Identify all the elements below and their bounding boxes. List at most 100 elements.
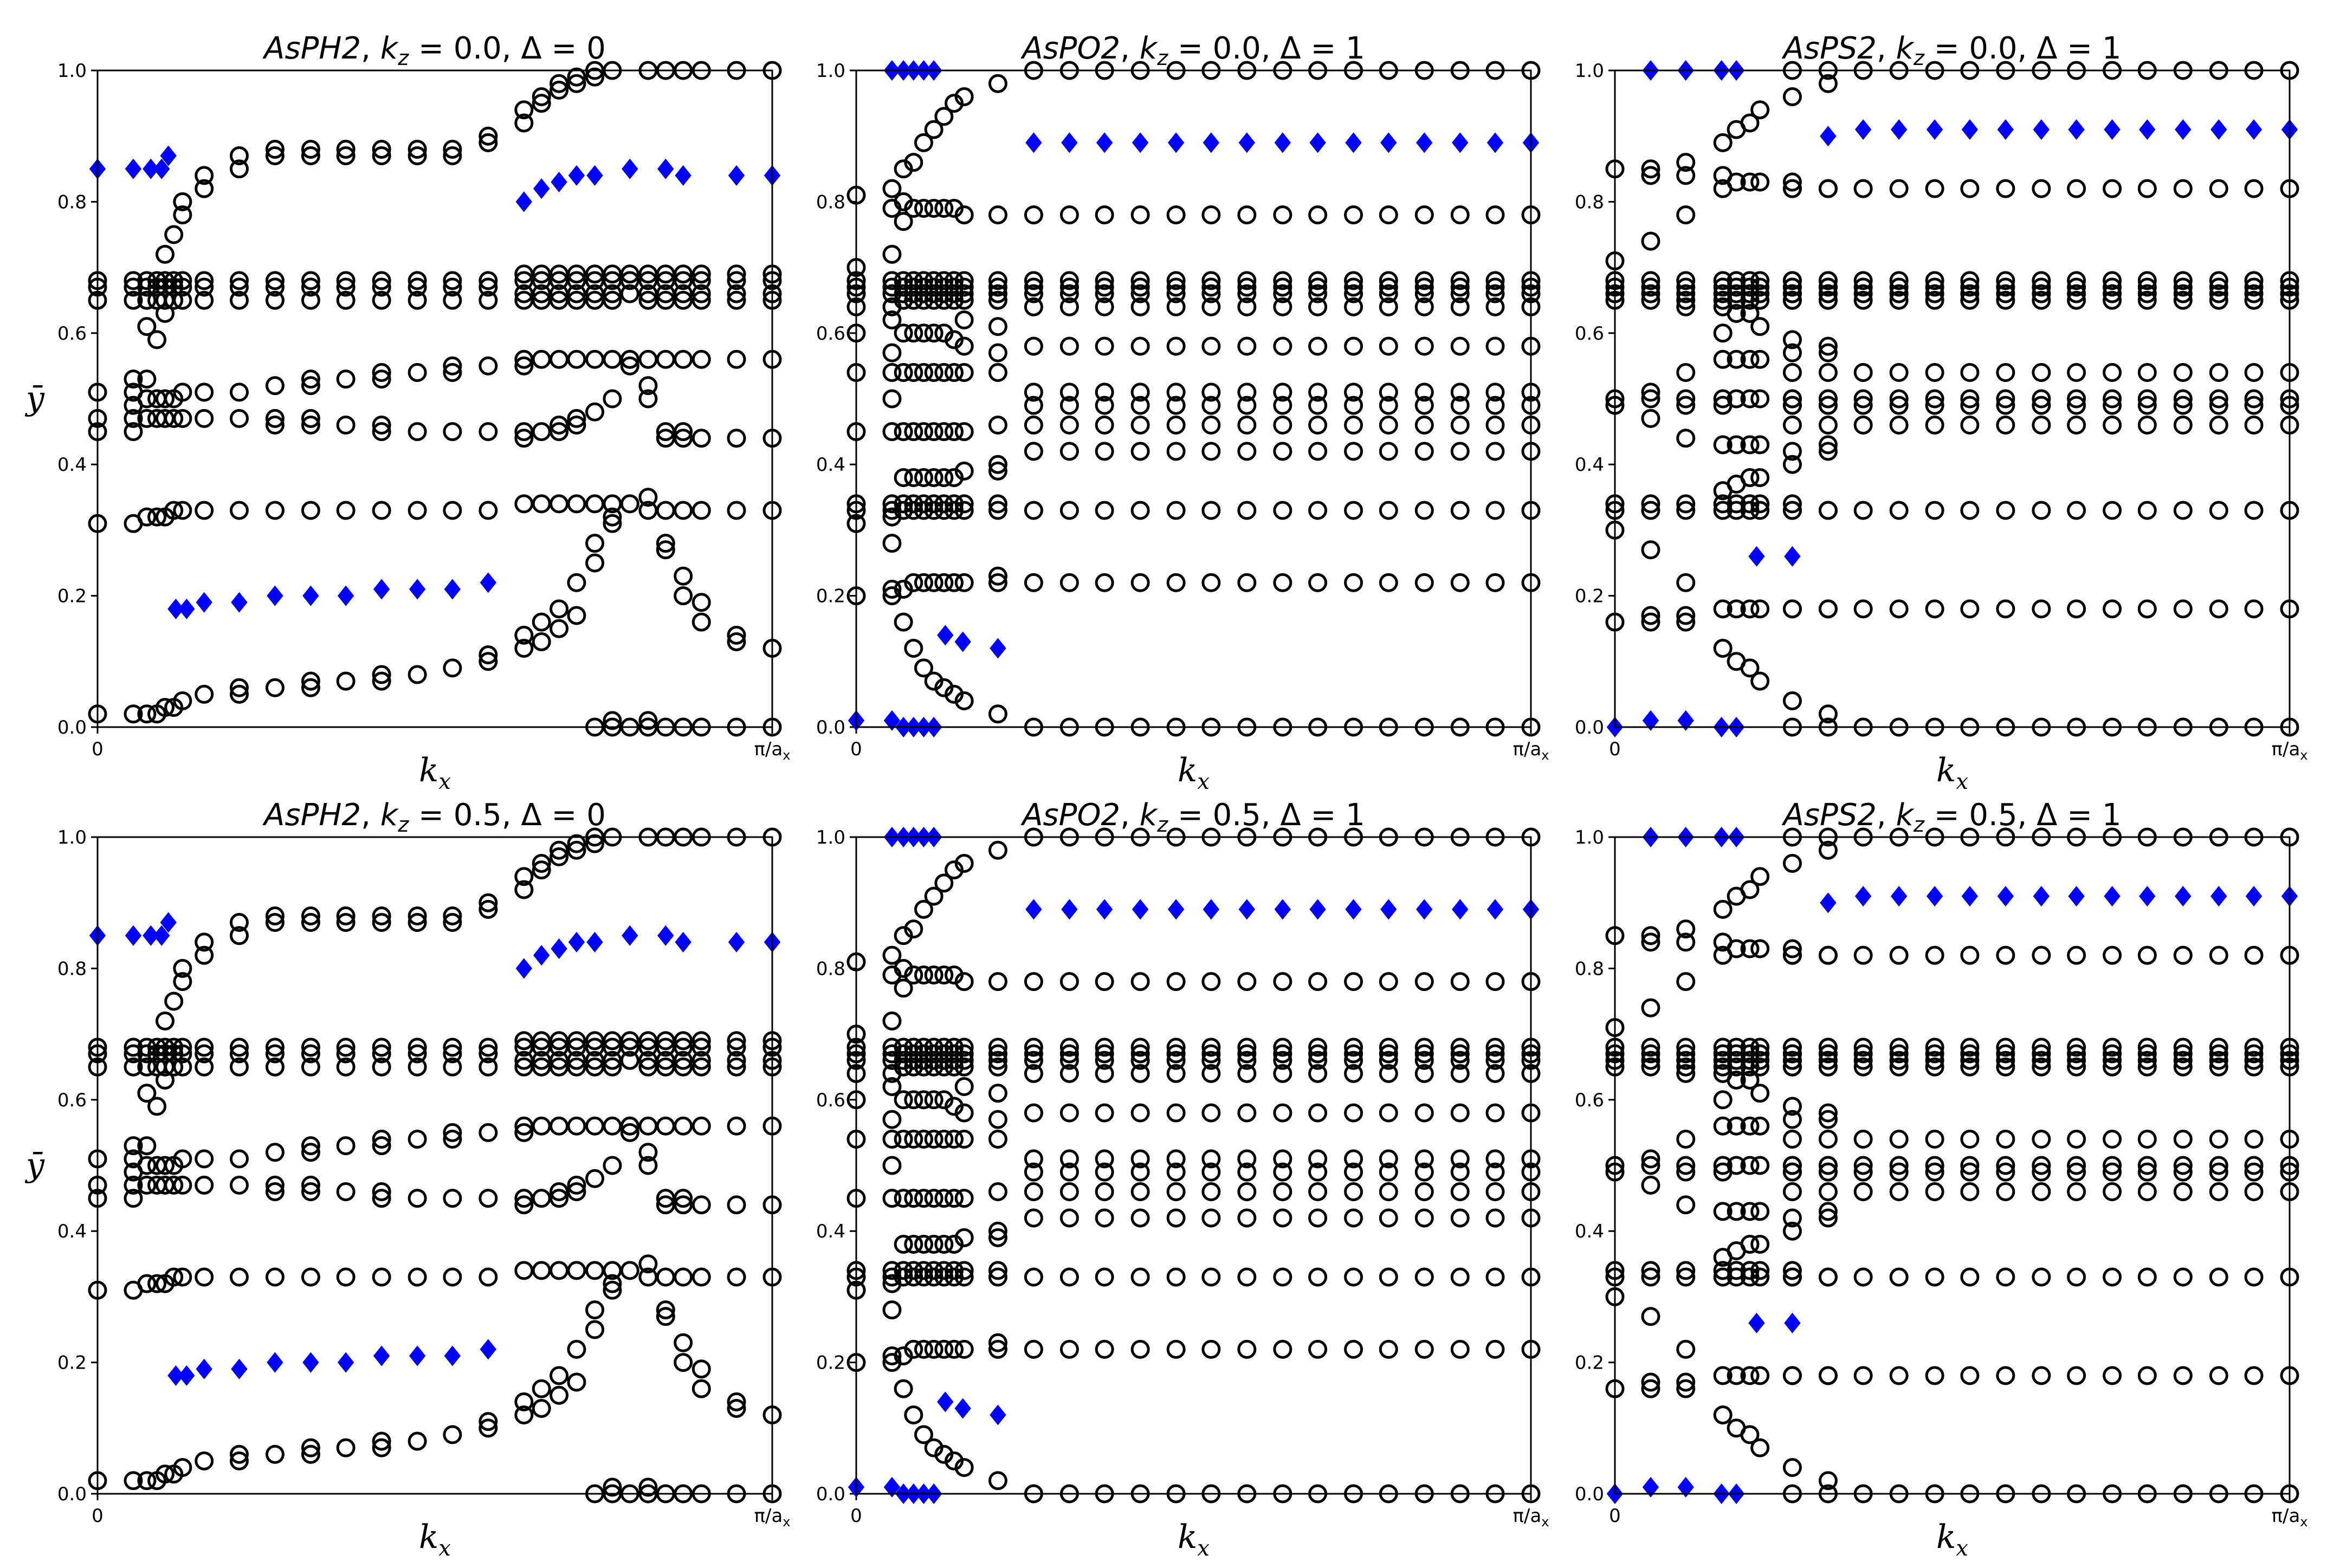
open-circle-point: [265, 376, 285, 396]
open-circle-point: [1344, 396, 1363, 415]
open-circle-point: [1059, 442, 1079, 461]
open-circle-point: [2137, 290, 2157, 310]
open-circle-point: [408, 146, 427, 166]
blue-diamond-point: [167, 1365, 184, 1386]
open-circle-point: [1308, 1208, 1328, 1228]
blue-diamond-point: [1096, 899, 1113, 920]
blue-diamond-point: [302, 585, 319, 606]
open-circle-point: [301, 1143, 320, 1162]
open-circle-point: [1853, 1038, 1873, 1057]
open-circle-point: [229, 271, 249, 290]
open-circle-point: [2103, 179, 2122, 198]
open-circle-point: [1166, 972, 1186, 992]
open-circle-point: [1889, 1044, 1909, 1064]
open-circle-point: [585, 402, 605, 422]
y-tick-label: 0.4: [1575, 454, 1604, 476]
open-circle-point: [691, 1057, 711, 1077]
open-circle-point: [372, 1136, 391, 1156]
open-circle-point: [1130, 972, 1150, 992]
open-circle-point: [1676, 1195, 1696, 1215]
open-circle-point: [164, 1057, 184, 1077]
open-circle-point: [914, 899, 933, 919]
blue-diamond-point: [1926, 886, 1943, 907]
open-circle-point: [1818, 1156, 1838, 1175]
open-circle-point: [2173, 363, 2193, 383]
open-circle-point: [954, 336, 974, 356]
open-circle-point: [1996, 290, 2015, 310]
open-circle-point: [1273, 1064, 1292, 1083]
open-circle-point: [1782, 1038, 1802, 1057]
open-circle-point: [1201, 205, 1221, 225]
open-circle-point: [1641, 166, 1660, 185]
open-circle-point: [479, 1057, 498, 1077]
open-circle-point: [1166, 297, 1186, 316]
y-tick-label: 1.0: [57, 60, 87, 82]
open-circle-point: [1960, 1267, 1980, 1287]
open-circle-point: [954, 310, 974, 330]
title-material: AsPO2: [1020, 31, 1120, 66]
open-circle-point: [1273, 383, 1292, 402]
blue-diamond-point: [167, 598, 184, 619]
open-circle-point: [164, 290, 184, 310]
open-circle-point: [229, 290, 249, 310]
open-circle-point: [1166, 1149, 1186, 1169]
open-circle-point: [1750, 389, 1770, 409]
open-circle-point: [1782, 945, 1802, 965]
open-circle-point: [1379, 1208, 1398, 1228]
open-circle-point: [173, 1267, 192, 1287]
open-circle-point: [945, 1339, 964, 1359]
open-circle-point: [2209, 945, 2228, 965]
open-circle-point: [147, 1274, 167, 1293]
open-circle-point: [1925, 277, 1944, 297]
open-circle-point: [1740, 435, 1760, 455]
open-circle-point: [1960, 1182, 1980, 1201]
open-circle-point: [550, 494, 569, 514]
blue-diamond-point: [444, 579, 461, 600]
open-circle-point: [443, 139, 462, 159]
open-circle-point: [1889, 1038, 1909, 1057]
open-circle-point: [1059, 271, 1079, 290]
open-circle-point: [674, 271, 693, 290]
open-circle-point: [1201, 1103, 1221, 1123]
y-tick-label: 0.0: [816, 717, 845, 738]
open-circle-point: [1450, 271, 1470, 290]
open-circle-point: [1925, 363, 1944, 383]
open-circle-point: [882, 534, 902, 553]
blue-diamond-point: [1025, 132, 1042, 153]
open-circle-point: [1641, 1261, 1660, 1280]
open-circle-point: [585, 349, 605, 369]
open-circle-point: [1450, 205, 1470, 225]
blue-diamond-point: [1748, 546, 1765, 567]
open-circle-point: [1308, 1038, 1328, 1057]
title-sep: ,: [1877, 31, 1896, 66]
open-circle-point: [1201, 297, 1221, 316]
open-circle-point: [1740, 1366, 1760, 1385]
blue-diamond-point: [1677, 1476, 1694, 1498]
open-circle-point: [2244, 277, 2264, 297]
open-circle-point: [514, 494, 534, 514]
open-circle-point: [1727, 1070, 1746, 1090]
title-k-sub: z: [397, 813, 409, 837]
x-tick-label: π/ax: [754, 1505, 791, 1530]
open-circle-point: [1676, 1038, 1696, 1057]
open-circle-point: [336, 1057, 355, 1077]
open-circle-point: [372, 1038, 391, 1057]
open-circle-point: [1273, 1044, 1292, 1064]
open-circle-point: [1996, 1051, 2015, 1070]
open-circle-point: [1782, 1130, 1802, 1149]
open-circle-point: [1237, 1044, 1257, 1064]
open-circle-point: [1414, 284, 1434, 303]
open-circle-point: [408, 363, 427, 383]
open-circle-point: [567, 415, 586, 435]
open-circle-point: [988, 271, 1007, 290]
open-circle-point: [156, 1465, 174, 1484]
open-circle-point: [532, 612, 551, 632]
open-circle-point: [1818, 277, 1838, 297]
open-circle-point: [1818, 284, 1838, 303]
open-circle-point: [904, 363, 923, 383]
open-circle-point: [1818, 1110, 1838, 1129]
open-circle-point: [229, 1175, 249, 1195]
open-circle-point: [620, 356, 639, 375]
y-tick-label: 0.4: [816, 454, 845, 476]
open-circle-point: [229, 159, 249, 179]
